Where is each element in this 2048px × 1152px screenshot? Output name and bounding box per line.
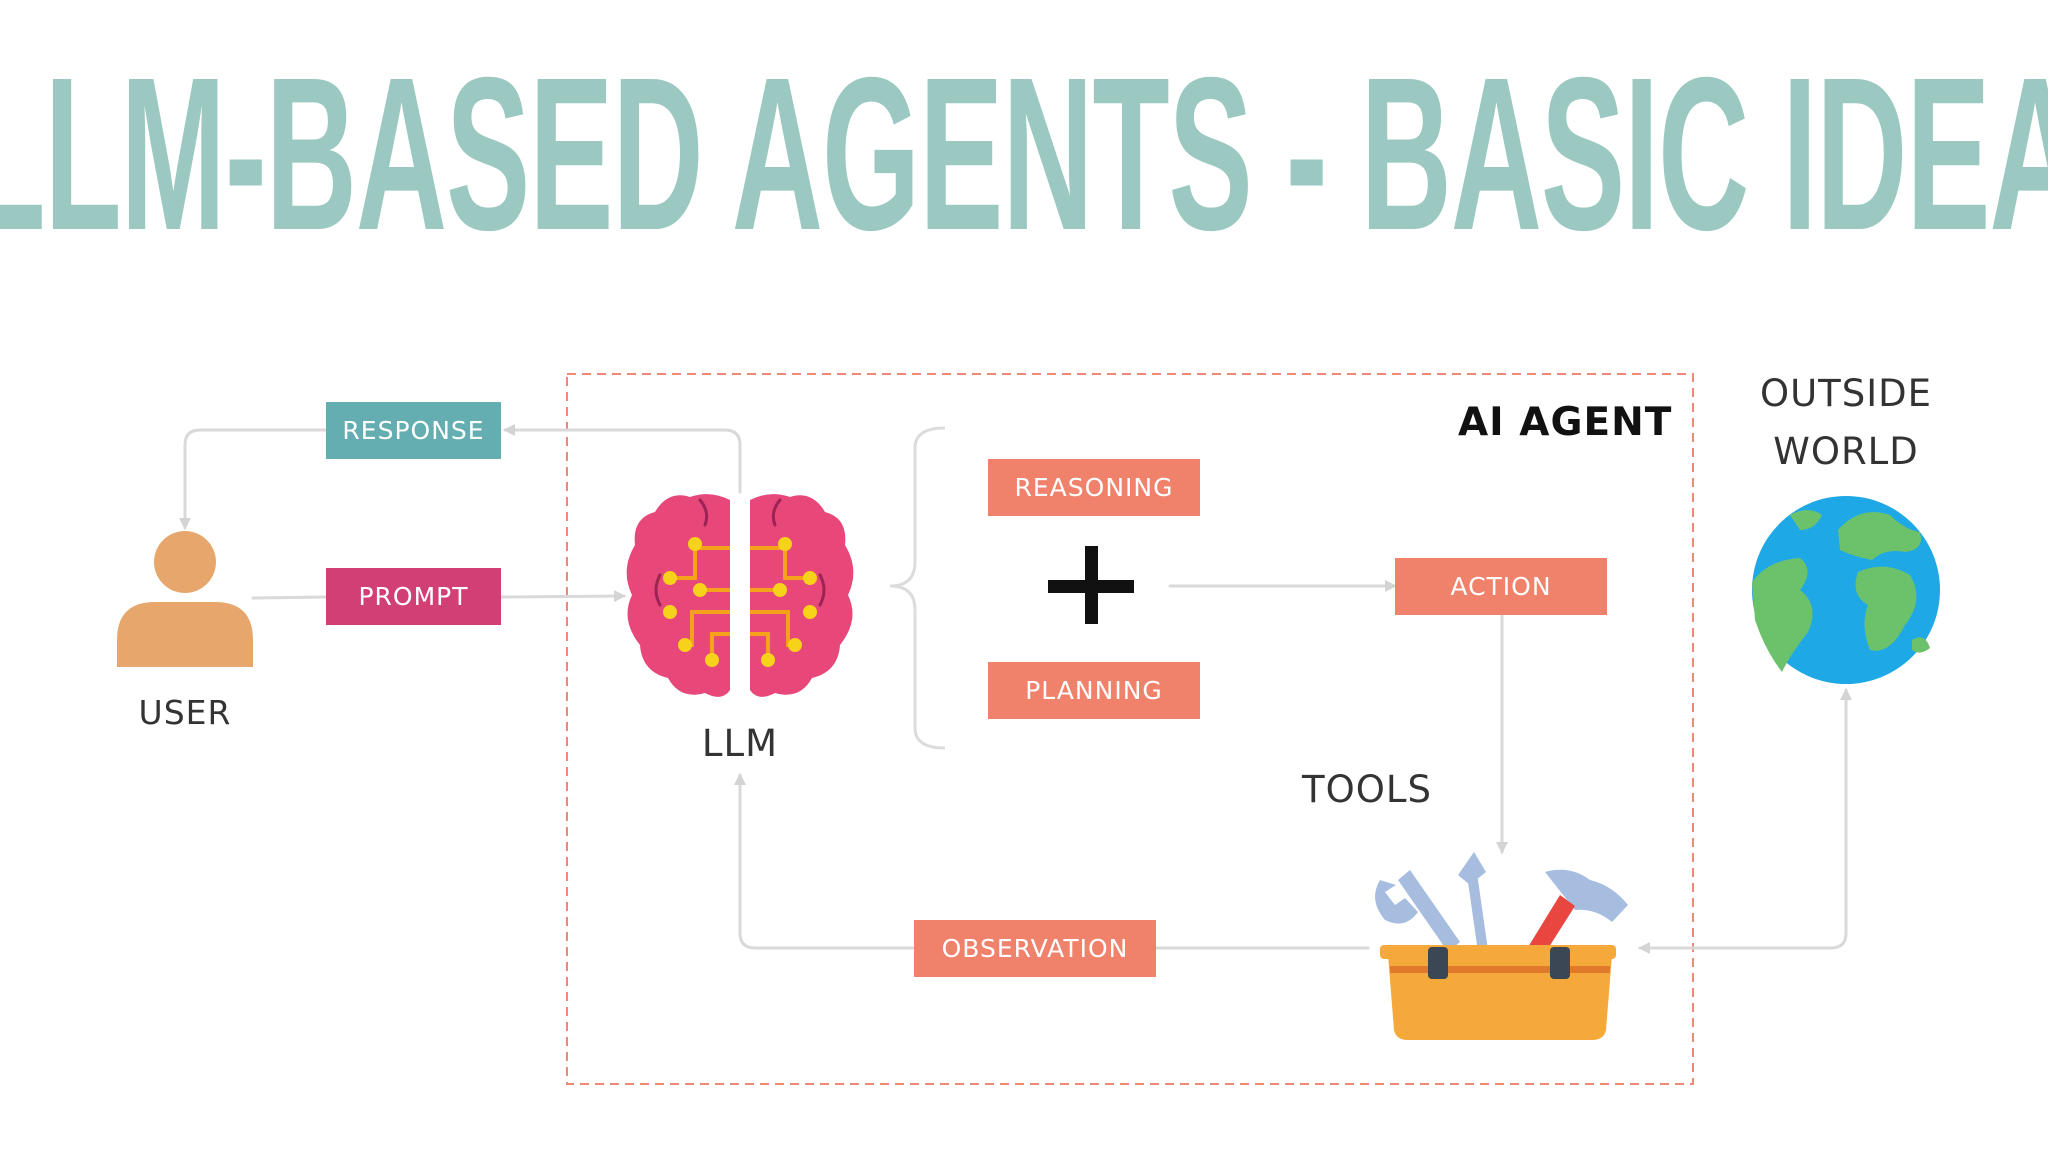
curly-brace <box>889 426 946 750</box>
brain-icon <box>626 494 854 697</box>
connector-llm-to-response <box>503 424 742 494</box>
user-label: USER <box>138 693 232 732</box>
tools-label: TOOLS <box>1302 768 1432 811</box>
planning-box: PLANNING <box>988 662 1200 719</box>
observation-box: OBSERVATION <box>914 920 1156 977</box>
connector-observation-to-llm <box>734 773 916 950</box>
connector-prompt-to-llm <box>499 590 626 603</box>
toolbox-icon <box>1375 852 1628 1040</box>
plus-icon <box>1048 546 1134 624</box>
response-box: RESPONSE <box>326 402 501 459</box>
llm-label: LLM <box>701 722 779 765</box>
outside-world-label-line2: WORLD <box>1773 430 1919 473</box>
connector-user-to-prompt <box>251 595 328 600</box>
user-icon <box>117 531 253 667</box>
prompt-box: PROMPT <box>326 568 501 625</box>
reasoning-box: REASONING <box>988 459 1200 516</box>
outside-world-label-line1: OUTSIDE <box>1759 372 1933 415</box>
action-box: ACTION <box>1395 558 1607 615</box>
globe-icon <box>1752 496 1940 684</box>
connector-response-to-user <box>179 428 328 530</box>
ai-agent-label: AI AGENT <box>1458 400 1673 445</box>
ai-agent-boundary <box>566 373 1694 1085</box>
connector-world-to-tools <box>1638 693 1848 954</box>
